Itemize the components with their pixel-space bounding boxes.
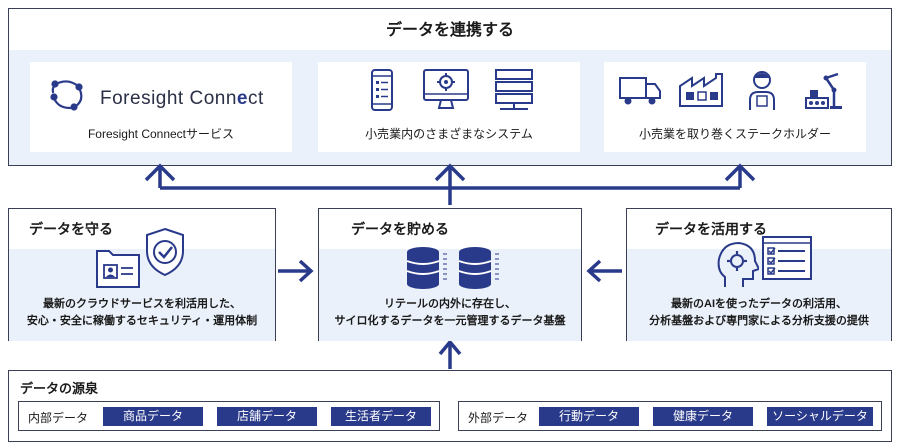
- use-description: 最新のAIを使ったデータの利活用、 分析基盤および専門家による分析支援の提供: [649, 298, 869, 327]
- use-title: データを活用する: [655, 221, 767, 237]
- chip-consumer-data: 生活者データ: [331, 407, 431, 426]
- monitor-gear-icon: [423, 69, 469, 109]
- truck-icon: [619, 77, 661, 105]
- server-icon: [495, 69, 533, 110]
- robot-arm-icon: [805, 72, 842, 109]
- connect-title: データを連携する: [385, 22, 514, 39]
- database-icon: [406, 247, 447, 289]
- external-data-label: 外部データ: [468, 411, 529, 425]
- use-section: データを活用する 最新のAIを使ったデータの利活用、 分析基盤および専門家による…: [626, 208, 892, 341]
- protect-description: 最新のクラウドサービスを利活用した、 安心・安全に稼働するセキュリティ・運用体制: [26, 298, 258, 327]
- external-data-group: 外部データ 行動データ 健康データ ソーシャルデータ: [458, 401, 882, 431]
- checklist-icon: [762, 236, 812, 280]
- database-icon: [458, 247, 499, 289]
- store-title: データを貯める: [351, 221, 449, 237]
- foresight-connect-logo-text: Foresight Connect: [100, 88, 264, 109]
- chip-store-data: 店舗データ: [217, 407, 317, 426]
- store-section: データを貯める リテールの内外に存在し、 サイロ化するデータを一元管理するデータ…: [318, 208, 582, 341]
- network-logo-icon: [50, 80, 83, 111]
- person-icon: [749, 71, 775, 110]
- factory-icon: [679, 73, 723, 107]
- chip-behavior-data: 行動データ: [539, 407, 639, 426]
- card-stakeholders: 小売業を取り巻くステークホルダー: [604, 62, 866, 152]
- shield-check-icon: [146, 227, 184, 277]
- store-description: リテールの内外に存在し、 サイロ化するデータを一元管理するデータ基盤: [334, 298, 566, 327]
- internal-data-label: 内部データ: [28, 411, 89, 425]
- card-label: 小売業内のさまざまなシステム: [365, 127, 533, 141]
- chip-social-data: ソーシャルデータ: [767, 407, 873, 426]
- chip-health-data: 健康データ: [653, 407, 753, 426]
- protect-section: データを守る 最新のクラウドサービスを利活用した、 安心・安全に稼働するセキュリ…: [8, 208, 276, 341]
- data-source-title: データの源泉: [20, 381, 99, 396]
- card-label: Foresight Connectサービス: [87, 127, 235, 141]
- internal-data-group: 内部データ 商品データ 店舗データ 生活者データ: [18, 401, 440, 431]
- id-card-icon: [96, 250, 140, 288]
- smartphone-icon: [371, 69, 393, 111]
- card-retail-systems: 小売業内のさまざまなシステム: [318, 62, 580, 152]
- chip-product-data: 商品データ: [103, 407, 203, 426]
- head-gear-icon: [717, 241, 759, 287]
- card-foresight-connect: Foresight Connect Foresight Connectサービス: [30, 62, 292, 152]
- card-label: 小売業を取り巻くステークホルダー: [638, 127, 831, 141]
- protect-title: データを守る: [29, 221, 113, 237]
